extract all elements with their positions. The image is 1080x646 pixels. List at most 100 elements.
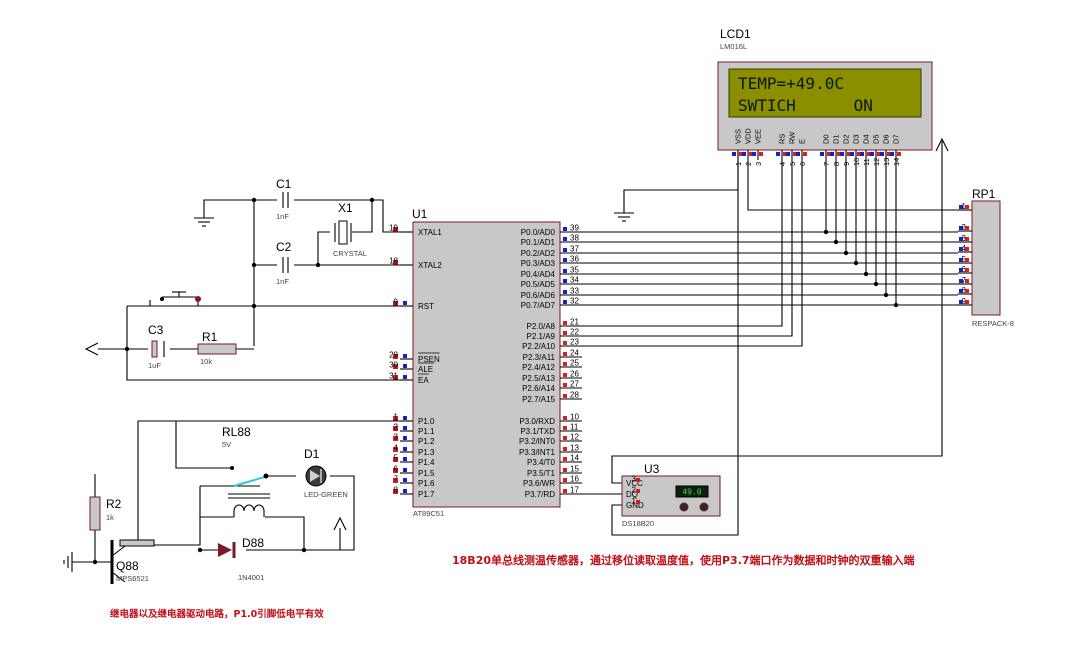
pin-marker [563, 362, 567, 366]
mcu-pin-number: 38 [570, 234, 579, 243]
mcu-pin-number: 30 [389, 361, 398, 370]
data-bus-wires [582, 152, 958, 308]
lcd-pin-name: D5 [872, 134, 881, 144]
mcu-pin-name: P0.3/AD3 [521, 259, 556, 268]
rp1-pin-number: 5 [962, 255, 967, 264]
mcu-pin-number: 37 [570, 245, 579, 254]
rp1-pin-number: 7 [962, 276, 967, 285]
u3-display-value: 49.0 [682, 488, 701, 497]
pin-marker [837, 152, 841, 156]
pin-marker [870, 152, 874, 156]
pin-marker [897, 152, 901, 156]
mcu-pin-number: 25 [570, 359, 579, 368]
mcu-body [412, 221, 561, 508]
mcu-pin-name: P1.3 [418, 448, 435, 457]
lcd-pin-name: D0 [822, 134, 831, 144]
mcu-pin-number: 16 [570, 475, 579, 484]
junction-dot [873, 281, 879, 287]
lcd-screen [728, 68, 922, 118]
lcd-pin-name: D1 [832, 134, 841, 144]
pin-marker [403, 301, 407, 305]
pin-marker [393, 426, 398, 431]
pin-marker [965, 279, 969, 283]
pin-marker [850, 152, 854, 156]
lcd-model: LM016L [720, 42, 747, 51]
pin-marker [793, 152, 797, 156]
pin-marker [965, 247, 969, 251]
rp1-pin-number: 6 [962, 265, 967, 274]
d88-value: 1N4001 [238, 573, 264, 582]
mcu-pin-number: 19 [389, 224, 398, 233]
mcu-pin-number: 15 [570, 465, 579, 474]
mcu-pin-number: 6 [394, 465, 399, 474]
pin-marker [959, 279, 963, 283]
pin-marker [563, 227, 567, 231]
pin-marker [403, 364, 407, 368]
pin-marker [965, 289, 969, 293]
pin-marker [403, 354, 407, 358]
pin-marker [877, 152, 881, 156]
pin-marker [563, 383, 567, 387]
mcu-pin-number: 29 [389, 351, 398, 360]
u3-display [675, 485, 709, 498]
mcu-pin-number: 10 [570, 413, 579, 422]
pin-marker [563, 248, 567, 252]
relay-icon [212, 466, 296, 517]
pin-marker [563, 269, 567, 273]
pin-marker [732, 152, 736, 156]
rp1-model: RESPACK-8 [972, 319, 1014, 328]
pin-marker [959, 300, 963, 304]
pin-marker [959, 205, 963, 209]
pin-marker [959, 268, 963, 272]
mcu-pin-name: P0.0/AD0 [521, 228, 556, 237]
pin-marker [563, 447, 567, 451]
sensor-note: 18B20单总线测温传感器，通过移位读取温度值，使用P3.7端口作为数据和时钟的… [452, 553, 915, 567]
pin-marker [393, 375, 398, 380]
pin-marker [959, 237, 963, 241]
pin-marker [783, 152, 787, 156]
mcu-pin-name: PSEN [418, 355, 440, 364]
power-arrow-icon [333, 516, 347, 531]
pin-marker [393, 478, 398, 483]
pin-marker [563, 258, 567, 262]
mcu-pin-number: 22 [570, 328, 579, 337]
r1-ref: R1 [202, 330, 218, 344]
lcd-pin-name: D4 [862, 134, 871, 144]
mcu-pin-number: 24 [570, 349, 579, 358]
mcu-pin-number: 32 [570, 297, 579, 306]
mcu-pin-name: P0.1/AD1 [521, 238, 556, 247]
pin-marker [393, 301, 398, 306]
x1-ref: X1 [338, 201, 353, 215]
pin-marker [959, 258, 963, 262]
pin-marker [752, 152, 756, 156]
pin-marker [393, 468, 398, 473]
junction-dot [853, 260, 859, 266]
c3-ref: C3 [148, 323, 164, 337]
mcu-pin-name: P2.6/A14 [522, 384, 555, 393]
u3-button-down-icon [679, 502, 689, 512]
mcu-pin-name: P0.5/AD5 [521, 280, 556, 289]
pin-marker [803, 152, 807, 156]
power-arrow-icon [935, 137, 949, 152]
mcu-pin-name: P3.5/T1 [527, 469, 556, 478]
pin-marker [887, 152, 891, 156]
r1-body [197, 343, 237, 355]
junction-dot [823, 229, 829, 235]
mcu-pin-number: 39 [570, 224, 579, 233]
mcu-pin-number: 31 [389, 372, 398, 381]
d1-ref: D1 [304, 447, 320, 461]
rp1-pin-number: 2 [962, 223, 967, 232]
wires [72, 141, 972, 563]
pin-marker [965, 205, 969, 209]
pin-marker [776, 152, 780, 156]
rp1-ref: RP1 [972, 187, 996, 201]
mcu-pin-number: 1 [394, 413, 399, 422]
pin-marker [840, 152, 844, 156]
mcu-pin-number: 35 [570, 266, 579, 275]
mcu-pin-number: 36 [570, 255, 579, 264]
mcu-pin-name: P3.0/RXD [519, 417, 555, 426]
pin-marker [959, 289, 963, 293]
lcd-pin-name: D2 [842, 134, 851, 144]
